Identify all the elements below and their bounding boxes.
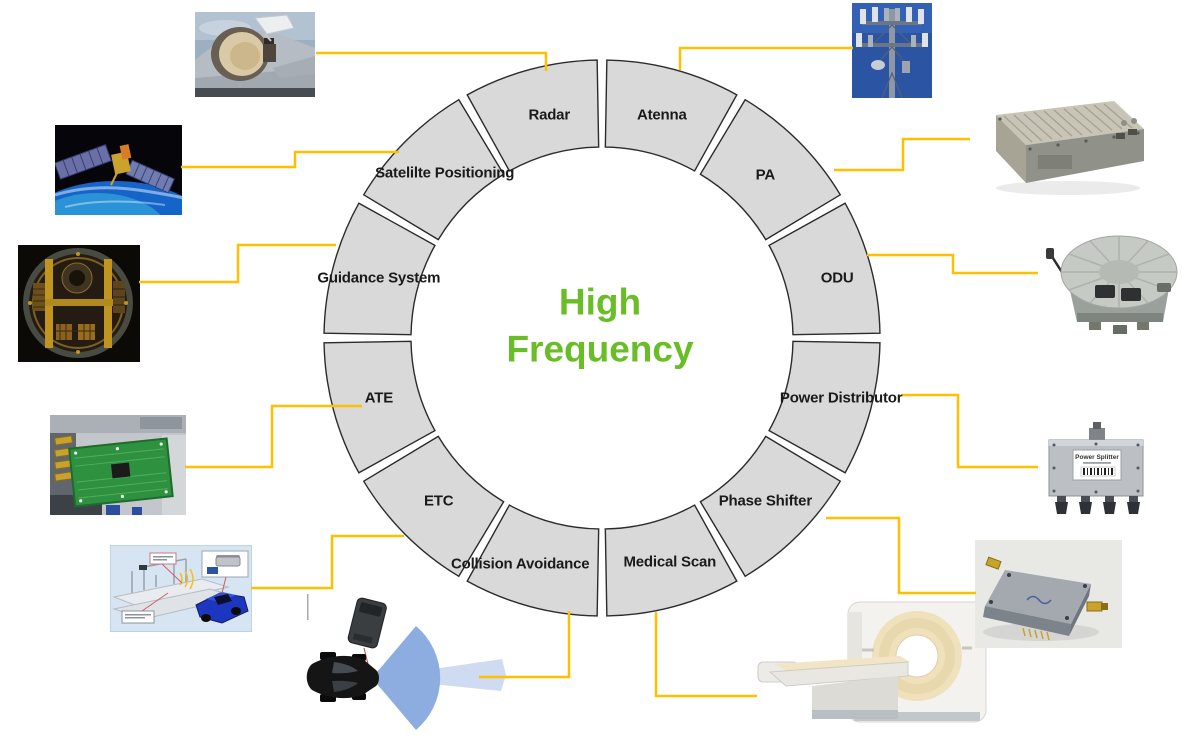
- ring-segment-atenna: [604, 59, 738, 172]
- connector-odu: [867, 253, 1038, 275]
- segment-label-pa: PA: [755, 166, 776, 184]
- fighter-jet-radome-image: [195, 12, 315, 97]
- center-title-line1: High: [558, 281, 642, 323]
- segment-label-phase-shifter: Phase Shifter: [718, 492, 812, 510]
- connector-guidance-system: [139, 243, 336, 284]
- missile-guidance-module-image: [18, 245, 140, 362]
- power-splitter-image: Power Splitter: [1048, 422, 1144, 514]
- segment-label-power-distributor: Power Distributor: [779, 389, 903, 407]
- ct-scanner-image: [757, 601, 987, 723]
- power-amplifier-image: [996, 101, 1144, 195]
- connector-pa: [834, 137, 970, 172]
- connector-medical-scan: [654, 612, 757, 698]
- odu-unit-image: [1046, 235, 1178, 334]
- etc-toll-gate-image: [110, 545, 252, 632]
- center-title-line2: Frequency: [506, 329, 694, 370]
- ring-segment-satelilte-positioning: [362, 98, 505, 241]
- connector-etc: [251, 534, 404, 590]
- splitter-output-connectors: [1055, 496, 1140, 514]
- test-pcb-image: [50, 415, 186, 515]
- segment-label-medical-scan: Medical Scan: [623, 553, 717, 571]
- ring-segment-pa: [699, 98, 842, 241]
- segment-label-etc: ETC: [423, 492, 454, 510]
- ring-segment-medical-scan: [604, 504, 738, 617]
- segment-label-guidance-system: Guidance System: [317, 269, 441, 287]
- ring-segment-ate: [323, 340, 436, 474]
- connector-power-distributor: [902, 393, 1038, 469]
- segment-label-odu: ODU: [820, 269, 854, 287]
- connector-satelilte-positioning: [181, 150, 399, 169]
- ring-segment-phase-shifter: [699, 435, 842, 578]
- ring-segment-collision-avoidance: [466, 504, 600, 617]
- ring-segment-radar: [466, 59, 600, 172]
- connector-atenna: [678, 46, 853, 70]
- connector-collision-avoidance: [479, 611, 571, 679]
- ring-segment-odu: [768, 202, 881, 336]
- ring-segment-power-distributor: [768, 340, 881, 474]
- power-splitter-label: Power Splitter: [1075, 454, 1119, 461]
- connector-phase-shifter: [826, 516, 976, 595]
- car-radar-beam-image: [306, 594, 506, 730]
- connector-radar: [316, 51, 548, 71]
- segment-label-collision-avoidance: Collision Avoidance: [450, 555, 590, 573]
- center-title: High Frequency: [506, 279, 693, 374]
- segment-label-ate: ATE: [364, 389, 394, 407]
- connector-ate: [185, 404, 362, 469]
- segment-label-radar: Radar: [528, 106, 570, 124]
- phase-shifter-module-image: [975, 540, 1122, 648]
- satellite-in-orbit-image: [55, 125, 182, 215]
- ring-segment-guidance-system: [323, 202, 436, 336]
- segment-label-atenna: Atenna: [636, 106, 687, 124]
- ring-segment-etc: [362, 435, 505, 578]
- segment-label-satelilte-positioning: Satelilte Positioning: [375, 164, 515, 182]
- cell-tower-antenna-image: [852, 3, 932, 98]
